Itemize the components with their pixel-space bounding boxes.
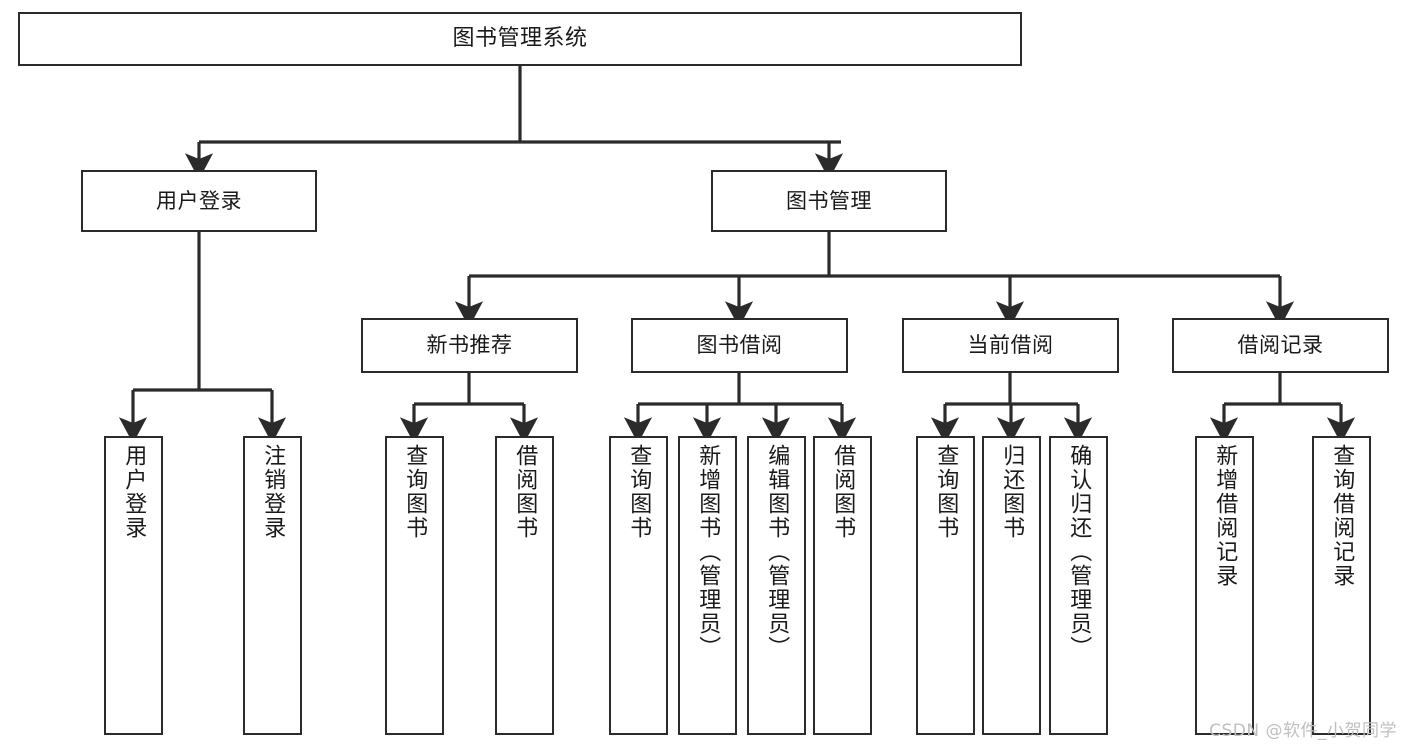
node-label: 新增借阅记录 — [1212, 444, 1238, 588]
node-label: 查询图书 — [402, 444, 428, 540]
node-label: 借阅图书 — [830, 444, 856, 540]
node-book-management[interactable]: 图书管理 — [711, 170, 947, 232]
node-label: 图书借阅 — [696, 333, 783, 358]
leaf-borrow-borrow-book[interactable]: 借阅图书 — [813, 436, 872, 735]
leaf-recommend-borrow-book[interactable]: 借阅图书 — [495, 436, 554, 735]
node-label: 注销登录 — [260, 444, 286, 540]
node-label: 查询图书 — [626, 444, 652, 540]
node-borrow-record[interactable]: 借阅记录 — [1172, 318, 1389, 373]
node-new-book-recommend[interactable]: 新书推荐 — [361, 318, 578, 373]
leaf-borrow-add-book-admin[interactable]: 新增图书（管理员） — [678, 436, 737, 735]
leaf-current-query-book[interactable]: 查询图书 — [916, 436, 975, 735]
node-label: 用户登录 — [121, 444, 147, 540]
node-label: 查询借阅记录 — [1329, 444, 1355, 588]
leaf-record-query-borrow-record[interactable]: 查询借阅记录 — [1312, 436, 1371, 735]
node-label: 确认归还（管理员） — [1066, 444, 1092, 660]
node-label: 新书推荐 — [426, 333, 513, 358]
node-user-login[interactable]: 用户登录 — [81, 170, 317, 232]
node-root-book-management-system[interactable]: 图书管理系统 — [18, 12, 1022, 66]
node-label: 用户登录 — [156, 188, 242, 213]
leaf-record-add-borrow-record[interactable]: 新增借阅记录 — [1195, 436, 1254, 735]
node-label: 编辑图书（管理员） — [764, 444, 790, 660]
node-current-borrow[interactable]: 当前借阅 — [902, 318, 1119, 373]
node-label: 图书管理 — [786, 188, 872, 213]
node-label: 当前借阅 — [967, 333, 1054, 358]
node-label: 借阅记录 — [1237, 333, 1324, 358]
leaf-borrow-edit-book-admin[interactable]: 编辑图书（管理员） — [747, 436, 806, 735]
node-label: 归还图书 — [999, 444, 1025, 540]
leaf-current-return-book[interactable]: 归还图书 — [982, 436, 1041, 735]
node-label: 图书管理系统 — [452, 26, 588, 52]
leaf-logout[interactable]: 注销登录 — [243, 436, 302, 735]
node-book-borrow[interactable]: 图书借阅 — [631, 318, 848, 373]
leaf-user-login[interactable]: 用户登录 — [104, 436, 163, 735]
watermark: CSDN @软件_小贺同学 — [1209, 721, 1397, 741]
node-label: 新增图书（管理员） — [695, 444, 721, 660]
node-label: 借阅图书 — [512, 444, 538, 540]
leaf-current-confirm-return-admin[interactable]: 确认归还（管理员） — [1049, 436, 1108, 735]
leaf-borrow-query-book[interactable]: 查询图书 — [609, 436, 668, 735]
node-label: 查询图书 — [933, 444, 959, 540]
leaf-recommend-query-book[interactable]: 查询图书 — [385, 436, 444, 735]
